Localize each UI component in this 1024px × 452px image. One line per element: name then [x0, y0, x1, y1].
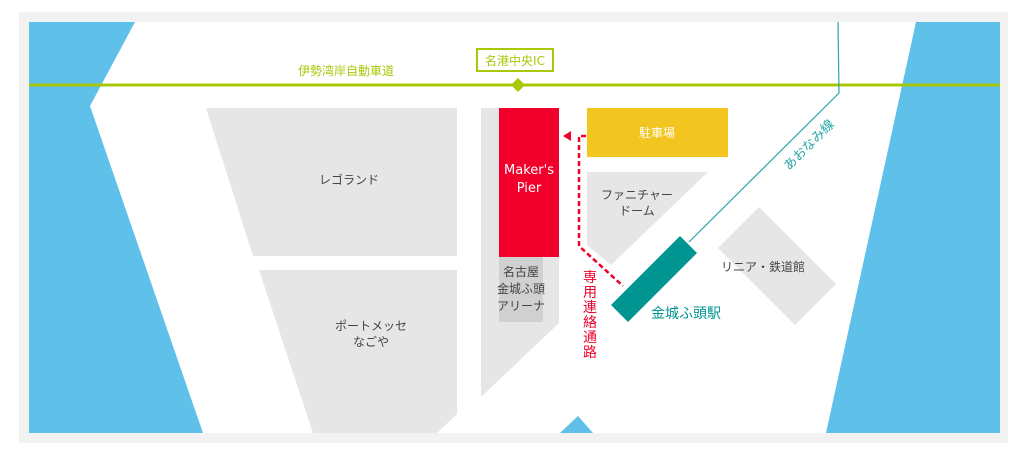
parking-block[interactable]	[587, 108, 728, 157]
ic-box	[476, 48, 554, 72]
passage-char: 用	[583, 285, 597, 301]
passage-char: 専	[583, 270, 597, 286]
portmesse-label-2: なごや	[353, 334, 389, 349]
arrow-left-icon	[563, 131, 571, 141]
furniture-dome-block[interactable]	[587, 172, 708, 265]
makers-pier-label-1: Maker's	[504, 163, 554, 178]
furniture-dome-label-1: ファニチャー	[601, 188, 673, 202]
aonami-rail-line	[688, 21, 840, 243]
ic-marker-icon	[511, 78, 525, 92]
arena-label-3: アリーナ	[497, 299, 545, 313]
water-right	[826, 22, 1000, 433]
furniture-dome-label-2: ドーム	[619, 204, 655, 218]
portmesse-label-1: ポートメッセ	[335, 319, 407, 333]
water-left	[29, 22, 203, 433]
arena-label-box	[499, 257, 543, 322]
makers-pier-block[interactable]	[499, 108, 559, 257]
portmesse-block[interactable]	[259, 270, 457, 433]
passage-char: 連	[583, 300, 597, 316]
parking-label: 駐車場	[639, 125, 675, 140]
station-label: 金城ふ頭駅	[651, 306, 721, 322]
arena-label-2: 金城ふ頭	[497, 281, 545, 296]
legoland-label: レゴランド	[319, 172, 379, 187]
ic-label: 名港中央IC	[485, 53, 545, 68]
arena-label-1: 名古屋	[503, 264, 539, 279]
water-bottom	[560, 416, 593, 433]
makers-pier-label-2: Pier	[517, 181, 542, 196]
legoland-block[interactable]	[206, 108, 457, 256]
highway-label: 伊勢湾岸自動車道	[298, 63, 394, 78]
passage-label: 専 用 連 絡 通 路	[583, 270, 597, 361]
passage-route	[577, 134, 624, 287]
linear-museum-block[interactable]	[718, 207, 836, 325]
passage-char: 絡	[583, 315, 597, 331]
passage-char: 通	[583, 330, 597, 346]
linear-museum-label: リニア・鉄道館	[721, 259, 805, 274]
station-platform[interactable]	[611, 236, 697, 322]
passage-char: 路	[583, 345, 597, 361]
